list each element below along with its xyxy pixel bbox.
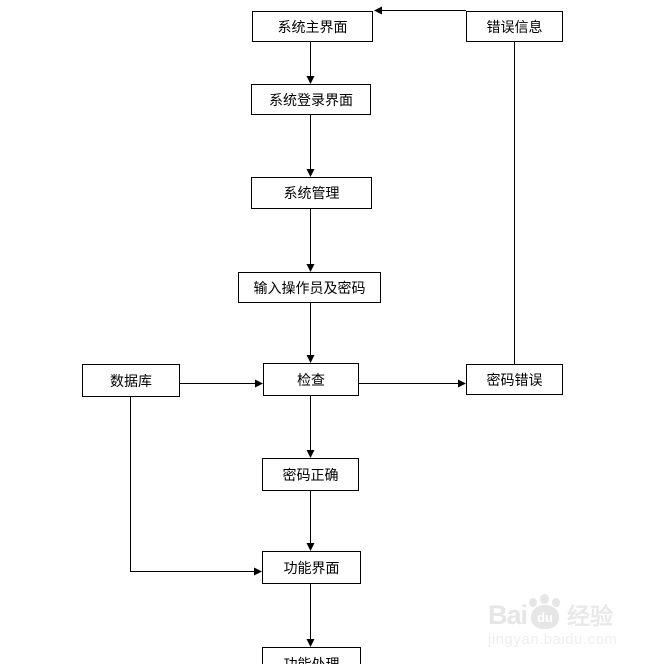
node-main-ui: 系统主界面 — [252, 11, 373, 42]
baidu-jingyan-cn-text: 经验 — [567, 603, 614, 629]
baidu-logo-bai-text: Bai — [488, 600, 528, 630]
node-function-process: 功能处理 — [262, 647, 361, 664]
node-password-wrong: 密码错误 — [466, 364, 563, 395]
node-login-ui: 系统登录界面 — [251, 84, 371, 115]
node-password-wrong-label: 密码错误 — [486, 371, 543, 388]
baidu-paw-icon: du — [528, 594, 562, 630]
baidu-watermark: Bai du 经验 jingyan.baidu.com — [488, 594, 618, 648]
baidu-logo-du-text: du — [537, 609, 553, 625]
node-password-correct: 密码正确 — [262, 458, 359, 491]
node-check-label: 检查 — [297, 371, 325, 388]
node-function-process-label: 功能处理 — [283, 655, 340, 664]
node-database-label: 数据库 — [110, 372, 152, 389]
baidu-logo: Bai du 经验 — [488, 594, 618, 630]
node-main-ui-label: 系统主界面 — [277, 18, 348, 35]
node-database: 数据库 — [82, 364, 180, 397]
node-error-info: 错误信息 — [466, 11, 563, 42]
node-system-mgmt-label: 系统管理 — [283, 185, 340, 201]
node-input-operator-password: 输入操作员及密码 — [238, 272, 381, 303]
node-input-operator-password-label: 输入操作员及密码 — [253, 279, 366, 296]
node-error-info-label: 错误信息 — [486, 18, 543, 35]
node-function-ui-label: 功能界面 — [283, 559, 340, 576]
node-system-mgmt: 系统管理 — [251, 177, 372, 209]
node-check: 检查 — [263, 363, 359, 396]
node-function-ui: 功能界面 — [262, 551, 361, 584]
node-login-ui-label: 系统登录界面 — [269, 91, 353, 108]
watermark-url-text: jingyan.baidu.com — [488, 631, 618, 648]
node-password-correct-label: 密码正确 — [282, 466, 339, 483]
